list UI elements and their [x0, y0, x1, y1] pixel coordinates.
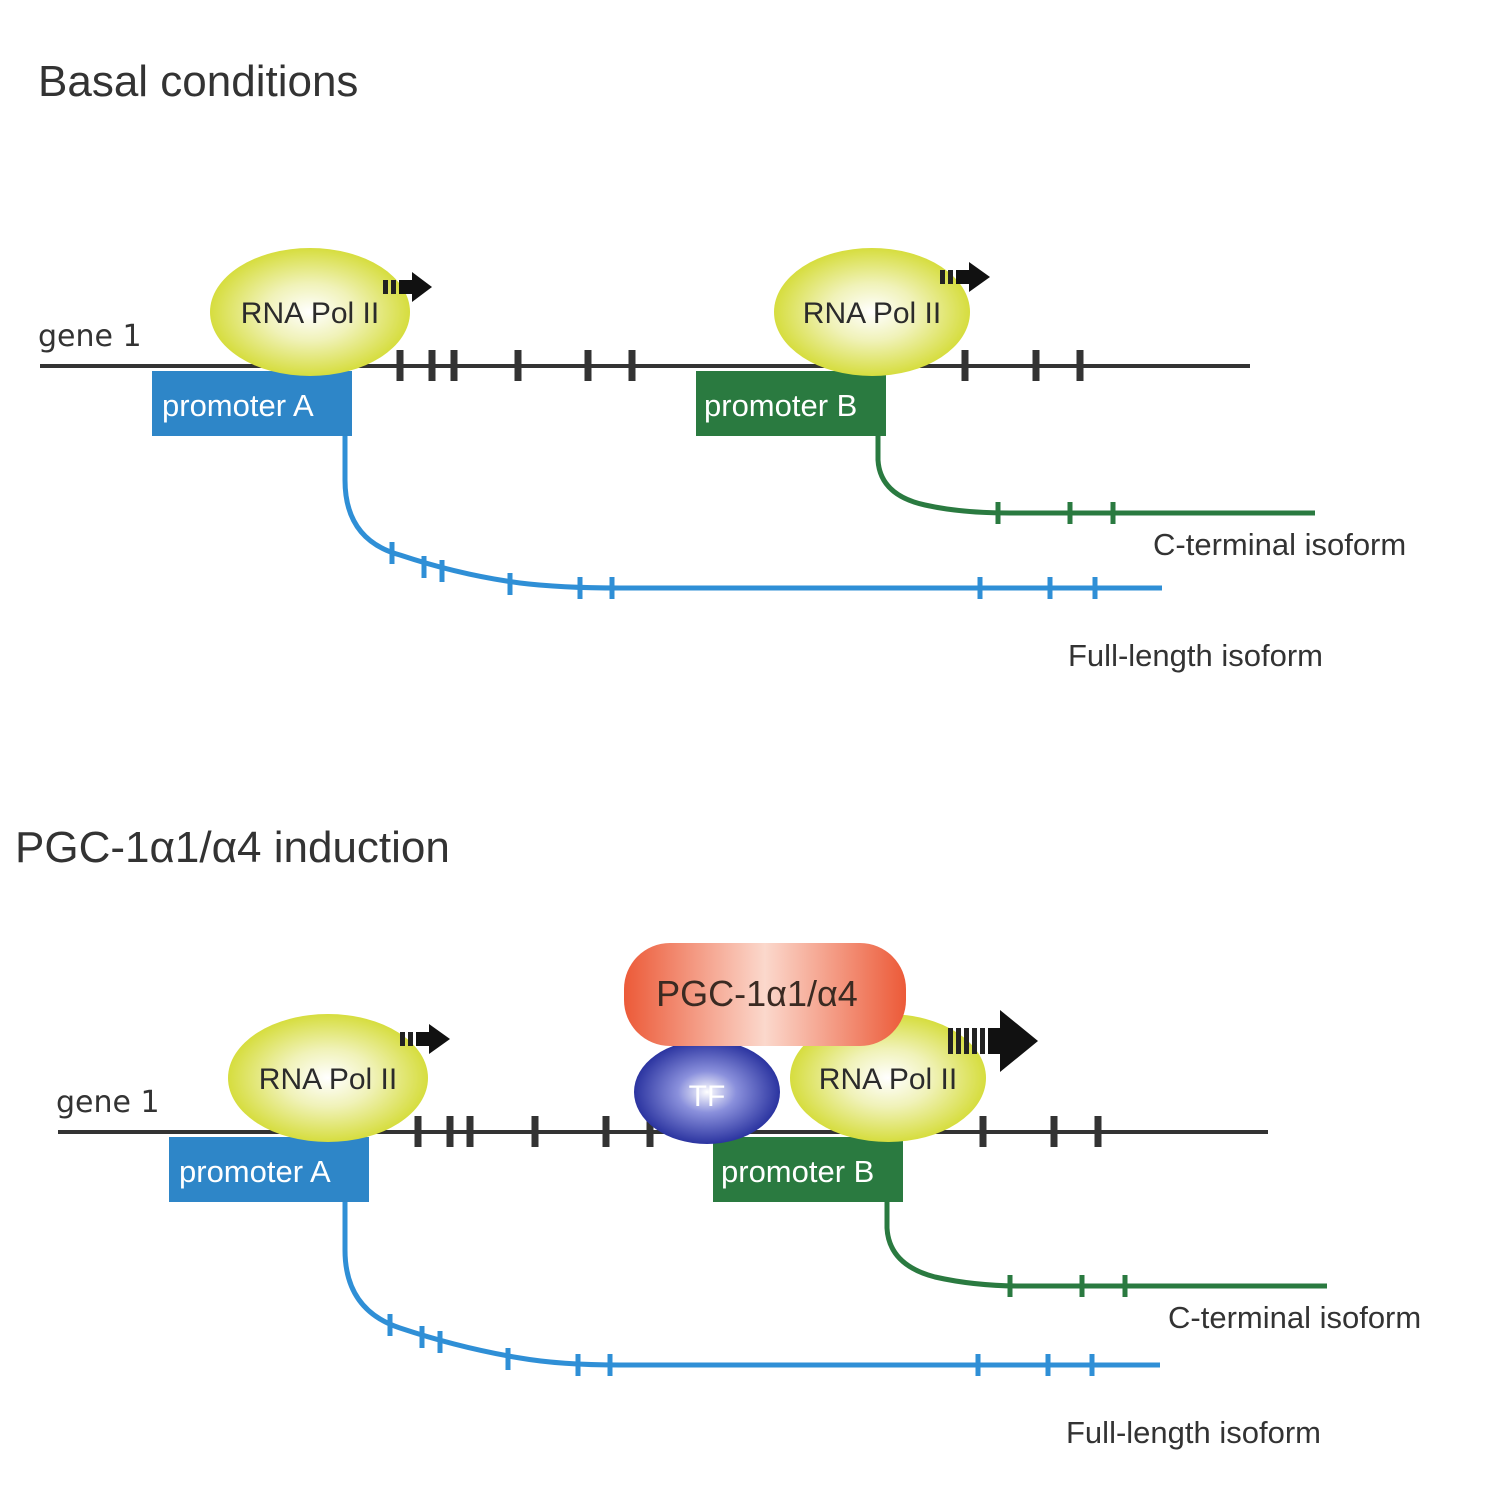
panel-basal: Basal conditions gene 1 [38, 57, 1406, 673]
full-length-exon-ticks [387, 1314, 1095, 1376]
gene-label: gene 1 [56, 1085, 160, 1120]
promoter-b-label: promoter B [721, 1154, 874, 1189]
c-terminal-transcript [875, 436, 1315, 516]
pgc-1-label: PGC-1α1/α4 [656, 973, 858, 1014]
full-length-transcript [342, 436, 1162, 591]
rna-pol-ii-a-label: RNA Pol II [259, 1063, 397, 1096]
rna-pol-ii-b-label: RNA Pol II [819, 1063, 957, 1096]
rna-pol-ii-b-label: RNA Pol II [803, 297, 941, 330]
promoter-b-label: promoter B [704, 388, 857, 423]
full-length-label: Full-length isoform [1066, 1415, 1321, 1450]
promoter-a-label: promoter A [179, 1154, 331, 1189]
full-length-transcript [342, 1202, 1160, 1368]
full-length-exon-ticks [389, 542, 1098, 599]
promoter-b-box [696, 371, 886, 436]
promoter-a-box [169, 1137, 369, 1202]
rna-pol-ii-a [228, 1014, 428, 1142]
rna-pol-ii-a [210, 248, 410, 376]
tf-label: TF [689, 1080, 726, 1113]
transcription-arrow-icon [383, 272, 432, 302]
transcription-arrow-icon [940, 262, 990, 292]
promoter-a-label: promoter A [162, 388, 314, 423]
panel-title: Basal conditions [38, 57, 358, 106]
rna-pol-ii-b [774, 248, 970, 376]
enhanced-transcription-arrow-icon [948, 1010, 1038, 1072]
transcription-factor [634, 1040, 780, 1144]
c-terminal-exon-ticks [995, 502, 1116, 524]
promoter-b-box [713, 1137, 903, 1202]
c-terminal-exon-ticks [1007, 1275, 1128, 1297]
c-terminal-label: C-terminal isoform [1168, 1300, 1421, 1335]
c-terminal-label: C-terminal isoform [1153, 527, 1406, 562]
c-terminal-transcript [884, 1202, 1327, 1289]
full-length-label: Full-length isoform [1068, 638, 1323, 673]
exon-ticks [396, 350, 1084, 381]
transcription-arrow-icon [400, 1024, 450, 1054]
rna-pol-ii-a-label: RNA Pol II [241, 297, 379, 330]
promoter-a-box [152, 371, 352, 436]
panel-title: PGC-1α1/α4 induction [15, 823, 450, 872]
gene-label: gene 1 [38, 319, 142, 354]
pgc-1-coactivator [624, 943, 906, 1046]
panel-induction: PGC-1α1/α4 induction gene 1 [15, 823, 1421, 1450]
